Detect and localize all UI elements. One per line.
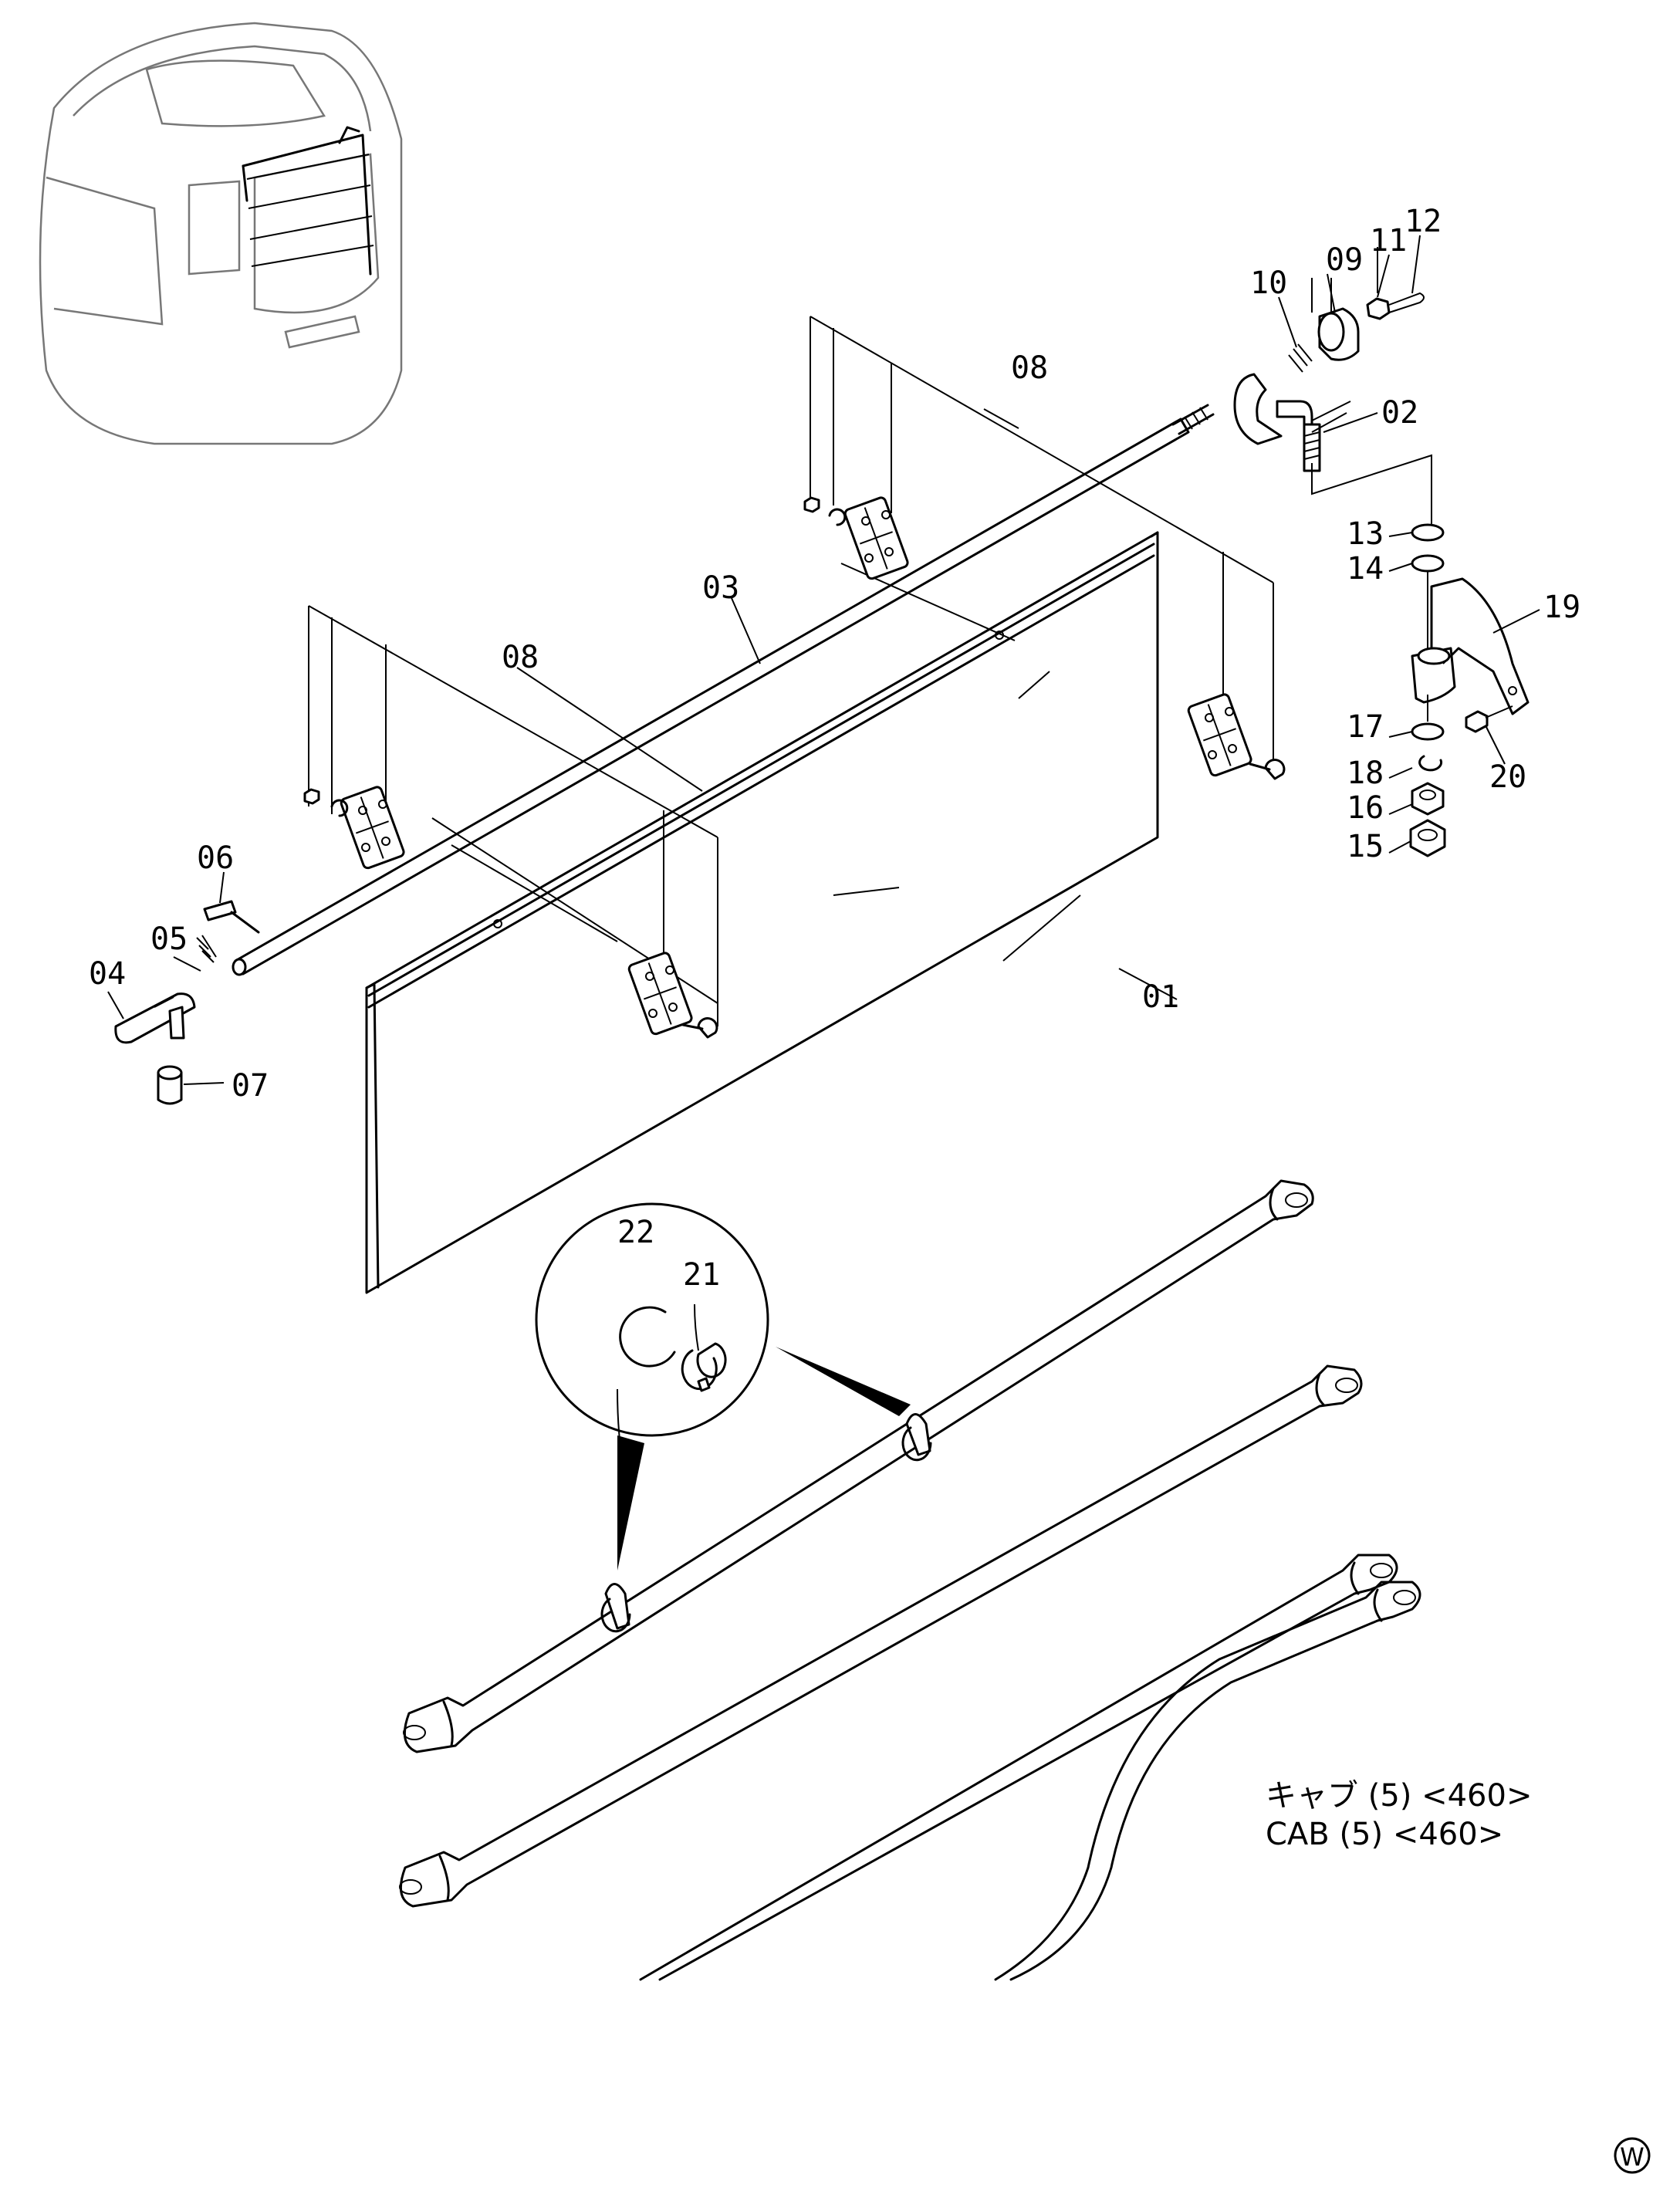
hinge-assembly-left — [303, 605, 718, 1039]
label-08-right: 08 — [1011, 350, 1048, 386]
clamp-detail-callout — [535, 1202, 911, 1571]
label-13: 13 — [1347, 516, 1384, 552]
label-07: 07 — [232, 1068, 269, 1104]
label-15: 15 — [1347, 829, 1384, 864]
label-21: 21 — [683, 1257, 720, 1293]
support-rods — [399, 1179, 1421, 1981]
label-04: 04 — [89, 956, 126, 992]
label-08-left: 08 — [502, 640, 539, 675]
label-20: 20 — [1489, 759, 1526, 795]
label-14: 14 — [1347, 551, 1384, 587]
cab-overview-illustration — [39, 22, 403, 445]
corner-mark-letter: W — [1620, 2142, 1645, 2172]
label-16: 16 — [1347, 790, 1384, 826]
label-03: 03 — [702, 570, 739, 606]
caption-japanese: キャブ (5) <460> — [1266, 1778, 1532, 1814]
corner-mark: W — [1614, 2137, 1651, 2174]
caption-english: CAB (5) <460> — [1266, 1817, 1503, 1852]
striker-bracket — [1409, 523, 1530, 857]
label-10: 10 — [1250, 265, 1287, 301]
label-19: 19 — [1543, 590, 1580, 625]
leader-lines — [516, 408, 1081, 1490]
handle-parts — [114, 900, 260, 1105]
label-17: 17 — [1347, 709, 1384, 745]
label-18: 18 — [1347, 756, 1384, 791]
leader-ticks — [107, 235, 1540, 1019]
label-02: 02 — [1381, 395, 1418, 431]
part-number-labels: 01 02 03 04 05 06 07 08 08 09 10 11 12 1… — [89, 204, 1580, 1293]
label-05: 05 — [150, 921, 188, 957]
hinge-assembly-right — [803, 316, 1286, 780]
label-22: 22 — [617, 1215, 654, 1250]
label-12: 12 — [1405, 204, 1442, 239]
door-panel — [365, 531, 1159, 1294]
label-09: 09 — [1326, 242, 1363, 278]
label-11: 11 — [1370, 223, 1407, 259]
diagram-caption: キャブ (5) <460> CAB (5) <460> — [1266, 1778, 1532, 1852]
rod — [232, 404, 1215, 1004]
lock-parts — [1233, 247, 1432, 533]
label-06: 06 — [197, 840, 234, 876]
